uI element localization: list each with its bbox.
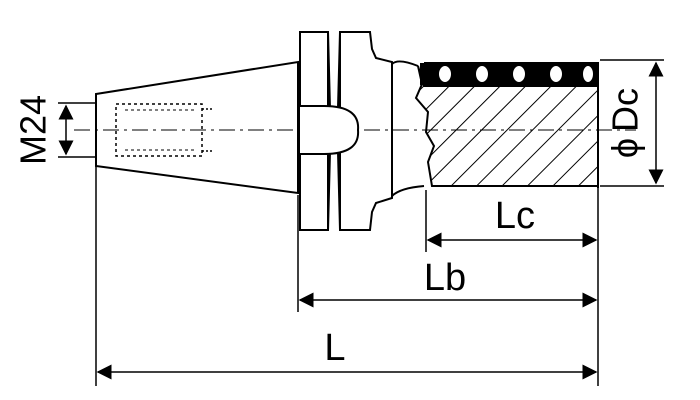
taper-shank <box>95 60 299 195</box>
flange <box>299 31 393 231</box>
cutter-length-label: Lc <box>495 195 535 237</box>
insert-gap <box>513 66 525 82</box>
neck <box>391 60 425 197</box>
diameter-symbol: ϕ <box>605 138 646 158</box>
insert-gap <box>550 66 562 82</box>
diameter-dimension: ϕ Dc <box>600 59 664 187</box>
extension-lines <box>95 166 599 386</box>
pull-stud-thread <box>115 103 212 157</box>
insert-gap <box>476 66 488 82</box>
diameter-label: Dc <box>605 88 646 132</box>
cutter-inserts <box>420 62 598 86</box>
body-length-label: Lb <box>424 257 466 299</box>
insert-gap <box>439 66 451 82</box>
cutter-length-dimension: Lc <box>426 195 598 248</box>
overall-length-dimension: L <box>96 327 598 380</box>
overall-length-label: L <box>324 327 345 369</box>
body-length-dimension: Lb <box>298 257 598 308</box>
thread-label: M24 <box>13 95 54 165</box>
thread-dimension: M24 <box>13 95 96 165</box>
insert-gap <box>583 66 593 82</box>
